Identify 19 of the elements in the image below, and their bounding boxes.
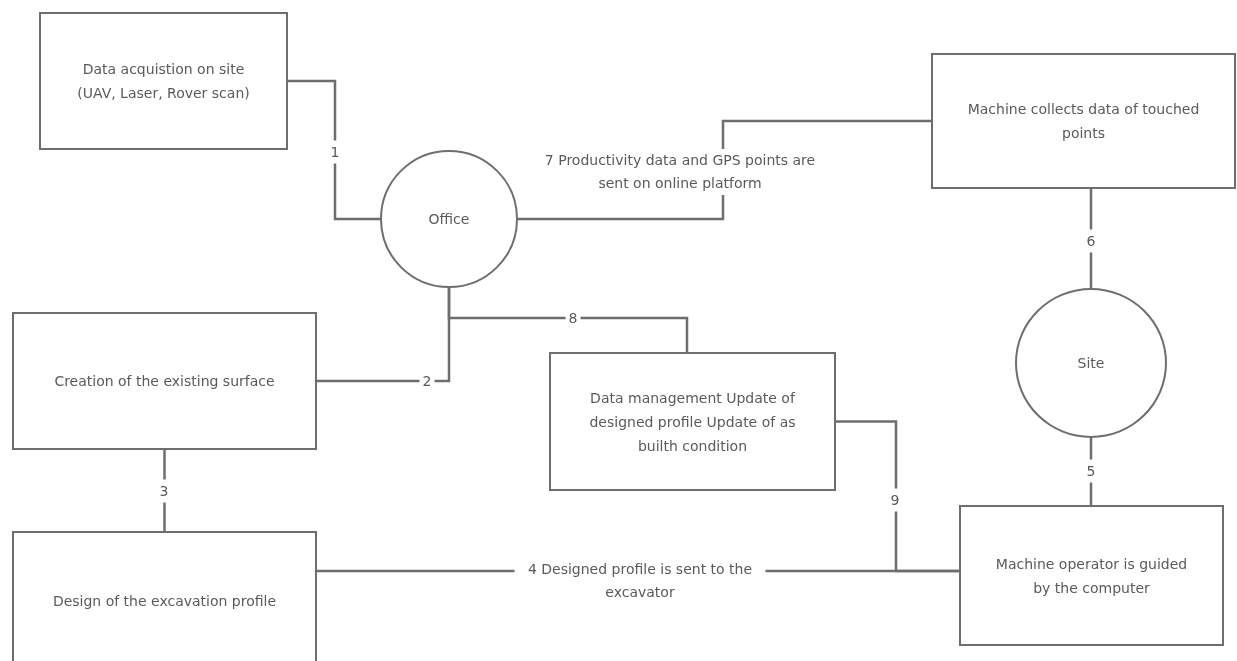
process-box: [549, 352, 836, 491]
connector-line: [288, 79, 380, 221]
connector-line: [836, 420, 959, 573]
connector-line: [447, 288, 689, 352]
node-text: Machine operator is guided by the computer: [994, 554, 1189, 598]
node-text: Site: [1076, 354, 1106, 373]
process-box: [959, 505, 1224, 646]
node-text: Data management Update of designed profile Update of as builth condition: [588, 388, 797, 456]
node-text: Office: [427, 210, 471, 229]
process-box: [12, 531, 317, 661]
node-text: Machine collects data of touched points: [966, 100, 1201, 143]
node-text: Data acquistion on site (UAV, Laser, Rover scan): [76, 60, 251, 103]
node-text: Design of the excavation profile: [51, 592, 278, 611]
connector-line: [518, 119, 931, 221]
process-box: [931, 53, 1236, 189]
process-box: [39, 12, 288, 150]
node-text: Creation of the existing surface: [53, 372, 276, 391]
process-box: [12, 312, 317, 450]
connector-line: [1089, 189, 1093, 288]
